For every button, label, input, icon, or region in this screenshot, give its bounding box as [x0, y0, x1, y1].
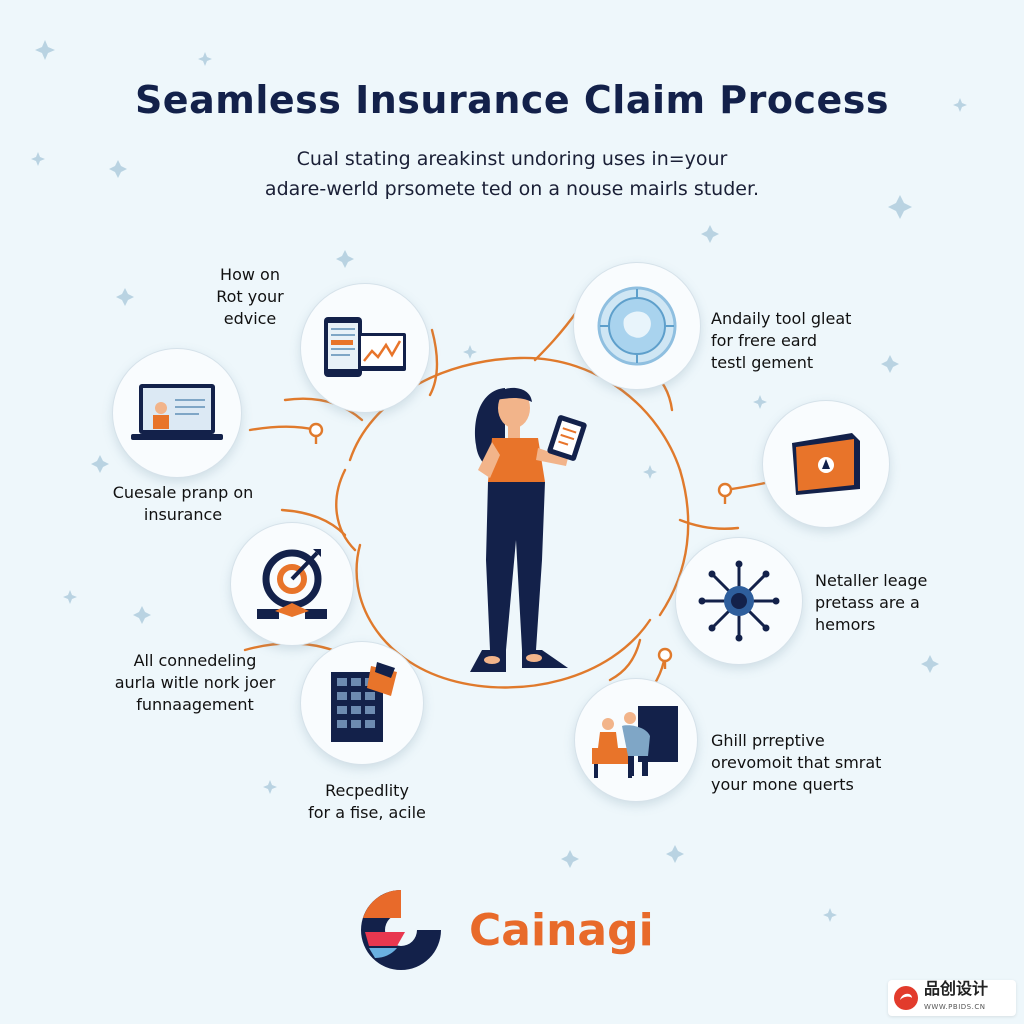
woman-with-tablet-icon — [470, 387, 587, 672]
node-people — [574, 678, 698, 802]
tablet-chart-icon — [324, 317, 406, 377]
node-files — [300, 641, 424, 765]
connector-pins — [308, 422, 733, 669]
network-icon — [698, 560, 780, 642]
subtitle-line-2: adare-werld prsomete ted on a nouse mair… — [264, 178, 760, 200]
node-compass — [573, 262, 701, 390]
node-target — [230, 522, 354, 646]
compass-icon — [597, 286, 677, 366]
laptop-user-icon — [131, 384, 223, 440]
watermark-logo-icon — [894, 986, 918, 1010]
sparkles — [31, 40, 967, 922]
node-tablet — [300, 283, 430, 413]
page-subtitle: Cual stating areakinst undoring uses in=… — [150, 144, 874, 204]
package-icon — [792, 433, 860, 495]
page-title: Seamless Insurance Claim Process — [134, 78, 890, 122]
target-handshake-icon — [257, 549, 327, 619]
brand-logo-icon — [361, 890, 441, 970]
watermark: 品创设计 WWW.PBIDS.CN — [888, 980, 1016, 1016]
brand-name: Cainagi — [469, 904, 654, 956]
node-laptop — [112, 348, 242, 478]
brand: Cainagi — [355, 885, 654, 975]
watermark-text: 品创设计 WWW.PBIDS.CN — [924, 980, 988, 1016]
watermark-url: WWW.PBIDS.CN — [924, 1003, 986, 1011]
node-network — [675, 537, 803, 665]
subtitle-line-1: Cual stating areakinst undoring uses in=… — [296, 148, 728, 170]
node-box — [762, 400, 890, 528]
people-desk-icon — [592, 706, 678, 778]
file-cabinet-icon — [331, 662, 397, 742]
